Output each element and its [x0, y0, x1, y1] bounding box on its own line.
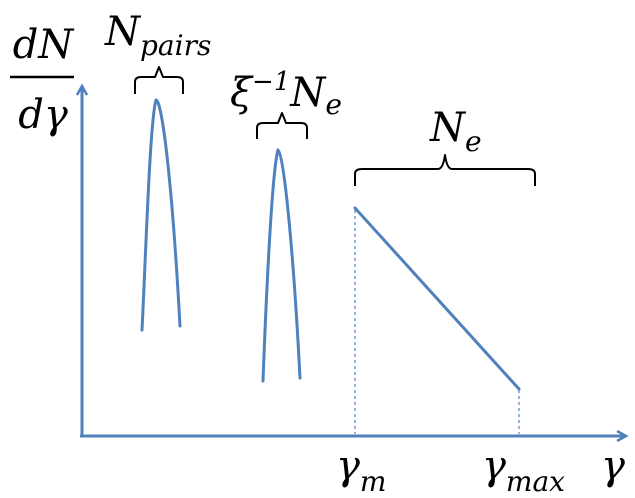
pairs-label-sub: pairs [140, 29, 211, 62]
tick-label-gamma-m: γm [336, 443, 386, 498]
electron-power-law-line [353, 206, 521, 391]
xi-brace [256, 112, 308, 139]
tick-label-gamma-max: γmax [482, 443, 565, 498]
x-axis-label: γ [601, 443, 625, 489]
y-axis-label-numerator: dN [13, 22, 76, 68]
y-axis-label-denominator: dγ [18, 92, 68, 138]
xi-label-sup: −1 [252, 67, 290, 97]
pairs-distribution-curve [140, 98, 182, 332]
electrons-label: Ne [429, 105, 482, 158]
xi-distribution-curve [261, 148, 302, 383]
electrons-label-base: N [429, 105, 467, 151]
pairs-label: Npairs [104, 9, 211, 62]
tick-gamma-m-base: γ [336, 443, 360, 489]
electrons-label-sub: e [465, 125, 482, 158]
xi-label-sub: e [325, 88, 342, 121]
tick-gamma-max-base: γ [482, 443, 506, 489]
xi-label: ξ−1Ne [230, 67, 342, 121]
tick-gamma-max-sub: max [506, 465, 565, 498]
pairs-label-base: N [104, 9, 142, 55]
xi-label-prefix: ξ [230, 70, 254, 116]
electrons-brace [354, 154, 536, 186]
tick-gamma-m-sub: m [360, 465, 387, 498]
pairs-brace [134, 66, 184, 94]
xi-label-base: N [289, 70, 327, 116]
